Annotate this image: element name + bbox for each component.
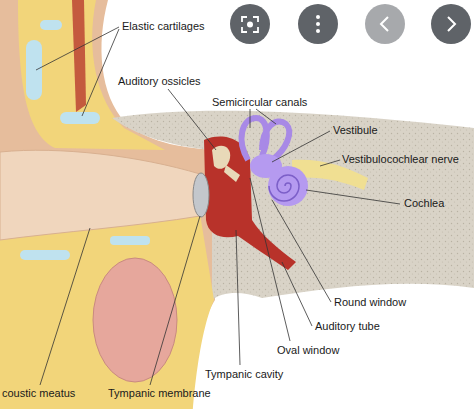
cochlea-spiral [269, 175, 299, 201]
ossicle [224, 165, 240, 182]
part-label: Cochlea [404, 197, 444, 210]
cartilage [20, 250, 70, 260]
tympanic-membrane-shape [193, 173, 209, 217]
ear-canal [0, 150, 200, 240]
cartilage [110, 236, 150, 245]
part-label: Tympanic cavity [205, 368, 283, 381]
gland [93, 258, 177, 382]
part-label: Round window [334, 296, 406, 309]
part-label: Vestibulocochlear nerve [342, 153, 459, 166]
part-label: Elastic cartilages [122, 20, 205, 33]
cartilage [40, 20, 62, 30]
part-label: Vestibule [333, 124, 378, 137]
part-label: Semicircular canals [212, 96, 307, 109]
cochlea-shape [268, 166, 308, 206]
part-label: coustic meatus [2, 387, 75, 400]
part-label: Tympanic membrane [108, 387, 211, 400]
part-label: Auditory tube [315, 320, 380, 333]
cartilage [26, 40, 42, 100]
blood-vessel [72, 0, 86, 112]
cartilage [60, 112, 100, 124]
fat-tissue [0, 214, 214, 409]
leader-lines [36, 27, 400, 385]
part-label: Auditory ossicles [118, 75, 201, 88]
skin [0, 0, 215, 409]
semicircular-canals-shape [242, 118, 290, 160]
ui-icons [230, 4, 471, 44]
part-label: Oval window [277, 344, 339, 357]
ossicle [212, 146, 230, 169]
